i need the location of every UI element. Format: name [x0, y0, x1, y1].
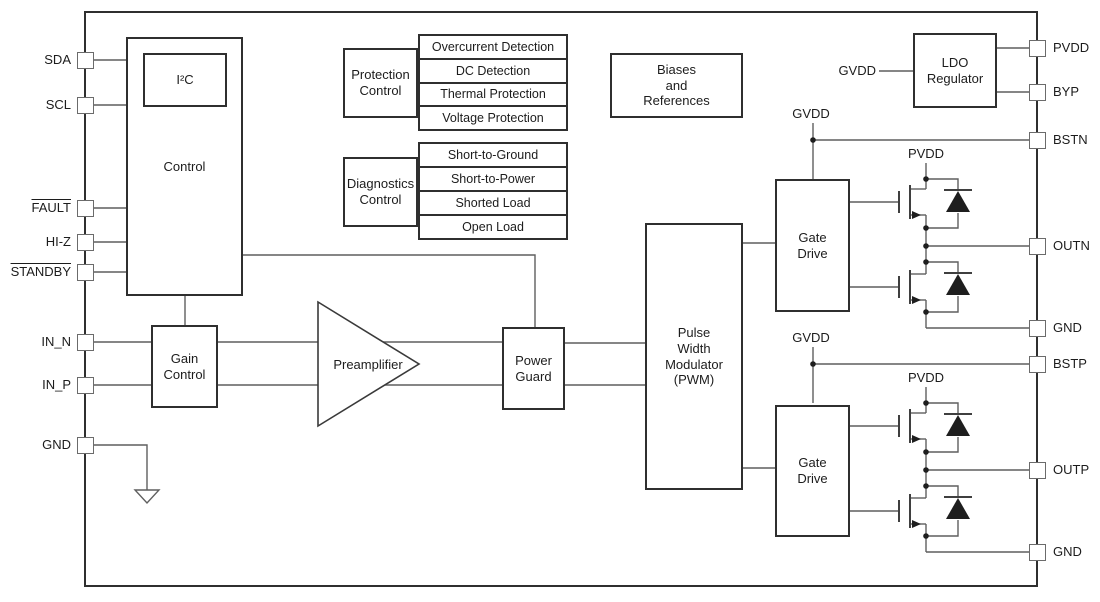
protection-function-row: Voltage Protection	[420, 105, 566, 129]
protection-control-block: Protection Control	[343, 48, 418, 118]
diagnostic-function-row: Short-to-Power	[420, 166, 566, 190]
pin-label-hiz: HI-Z	[45, 234, 71, 249]
diagnostic-functions-stack: Short-to-Ground Short-to-Power Shorted L…	[418, 142, 568, 240]
pin-outn	[1028, 237, 1046, 255]
diagnostic-function-row: Short-to-Ground	[420, 144, 566, 166]
pin-sda	[76, 51, 94, 69]
protection-function-row: Overcurrent Detection	[420, 36, 566, 58]
pin-outp	[1028, 461, 1046, 479]
pin-fault	[76, 199, 94, 217]
pin-label-gnd-p: GND	[1053, 544, 1082, 559]
pin-scl	[76, 96, 94, 114]
pin-label-gnd-left: GND	[42, 437, 71, 452]
pin-label-fault: FAULT	[31, 200, 72, 215]
pin-hiz	[76, 233, 94, 251]
biases-references-block: Biases and References	[610, 53, 743, 118]
pin-gnd-n	[1028, 319, 1046, 337]
pin-label-in-n: IN_N	[41, 334, 71, 349]
pin-label-standby: STANDBY	[10, 264, 71, 279]
power-guard-block: Power Guard	[502, 327, 565, 410]
protection-function-row: DC Detection	[420, 57, 566, 82]
preamplifier-label: Preamplifier	[333, 357, 403, 372]
wire-control-to-powerguard	[241, 254, 536, 329]
pin-label-outn: OUTN	[1053, 238, 1090, 253]
wire-gnd-left	[85, 444, 148, 490]
gvdd-rail-n-label: GVDD	[792, 106, 830, 121]
protection-function-row: Thermal Protection	[420, 81, 566, 106]
pin-bstp	[1028, 355, 1046, 373]
pin-gnd-left	[76, 436, 94, 454]
pin-label-pvdd: PVDD	[1053, 40, 1090, 55]
pin-label-in-p: IN_P	[42, 377, 71, 392]
pin-standby	[76, 263, 94, 281]
pin-label-scl: SCL	[45, 97, 71, 112]
pin-gnd-p	[1028, 543, 1046, 561]
pin-in-p	[76, 376, 94, 394]
pin-label-outp: OUTP	[1053, 462, 1090, 477]
diagnostic-function-row: Shorted Load	[420, 190, 566, 214]
ldo-regulator-block: LDO Regulator	[913, 33, 997, 108]
protection-functions-stack: Overcurrent Detection DC Detection Therm…	[418, 34, 568, 131]
pin-in-n	[76, 333, 94, 351]
pvdd-rail-n-label: PVDD	[907, 146, 945, 161]
preamplifier-triangle	[317, 300, 421, 428]
gvdd-ldo-label: GVDD	[838, 63, 876, 78]
pin-label-bstn: BSTN	[1053, 132, 1088, 147]
pin-label-gnd-n: GND	[1053, 320, 1082, 335]
pin-bstn	[1028, 131, 1046, 149]
gate-drive-n-block: Gate Drive	[775, 179, 850, 312]
pin-label-byp: BYP	[1053, 84, 1080, 99]
gain-control-block: Gain Control	[151, 325, 218, 408]
pin-label-sda: SDA	[44, 52, 71, 67]
ground-symbol	[133, 489, 161, 505]
gate-drive-p-block: Gate Drive	[775, 405, 850, 537]
pin-label-bstp: BSTP	[1053, 356, 1087, 371]
pvdd-rail-p-label: PVDD	[907, 370, 945, 385]
pwm-block: Pulse Width Modulator (PWM)	[645, 223, 743, 490]
pin-pvdd	[1028, 39, 1046, 57]
i2c-block: I²C	[143, 53, 227, 107]
pin-byp	[1028, 83, 1046, 101]
chip-outline	[84, 11, 1038, 587]
diagnostic-function-row: Open Load	[420, 214, 566, 238]
diagnostics-control-block: Diagnostics Control	[343, 157, 418, 227]
gvdd-rail-p-label: GVDD	[792, 330, 830, 345]
